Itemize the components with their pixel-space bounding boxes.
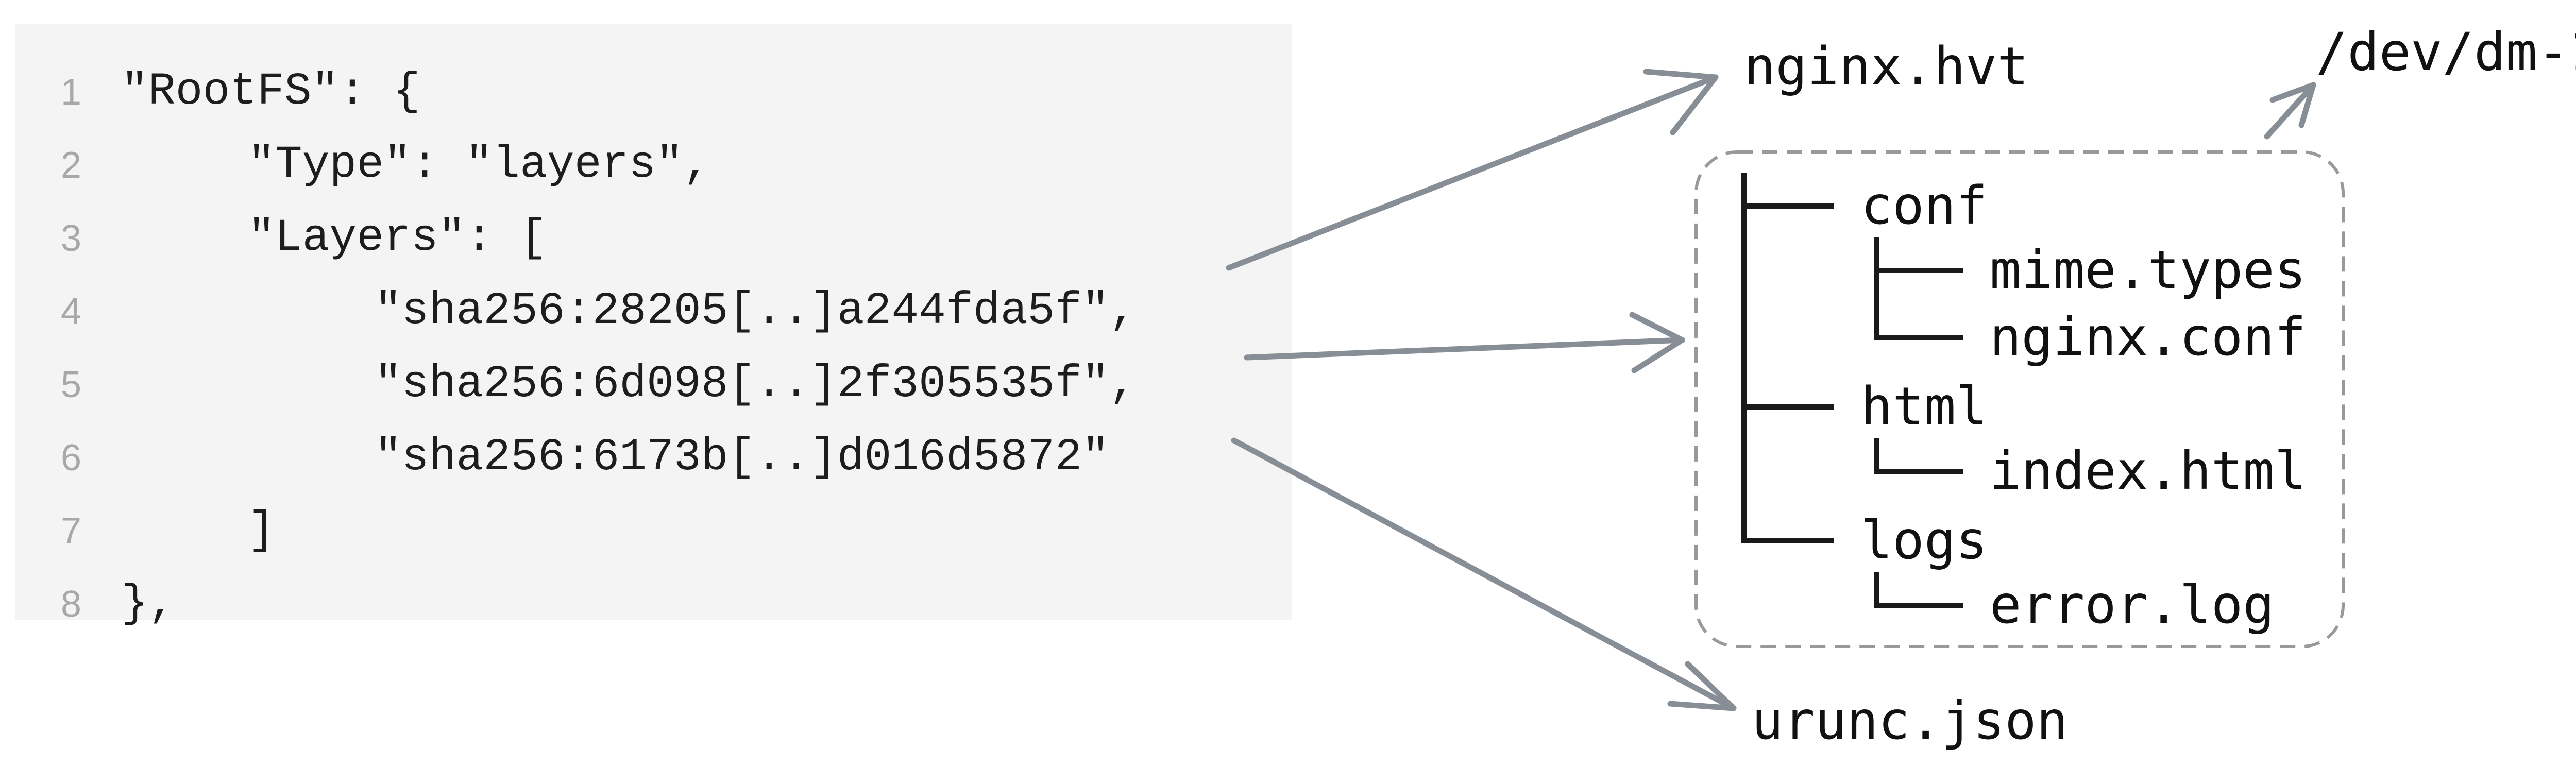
arrow-layer-2 <box>1244 312 1685 373</box>
code-line: 7 ] <box>15 495 1292 568</box>
code-block: 1 "RootFS": { 2 "Type": "layers", 3 "Lay… <box>15 24 1292 629</box>
code-text: "sha256:6173b[..]d016d5872" <box>375 432 1109 483</box>
arrow-layer-3 <box>1231 437 1737 711</box>
code-text: "Layers": [ <box>248 213 547 264</box>
code-text: "sha256:6d098[..]2f305535f", <box>375 359 1137 410</box>
line-number: 4 <box>61 291 82 332</box>
tree-file-mime-types: mime.types <box>1990 240 2307 301</box>
tree-dir-conf: conf <box>1861 175 1988 236</box>
code-line: 3 "Layers": [ <box>15 202 1292 275</box>
tree-file-error-log: error.log <box>1990 574 2275 636</box>
code-text: "RootFS": { <box>121 66 420 117</box>
code-text: ] <box>248 505 275 556</box>
line-number: 2 <box>61 145 82 186</box>
line-number: 7 <box>61 510 82 552</box>
arrow-mount <box>2264 82 2316 140</box>
tree-file-nginx-conf: nginx.conf <box>1990 307 2307 368</box>
line-number: 8 <box>61 584 82 625</box>
target-urunc-json: urunc.json <box>1752 690 2069 752</box>
code-text: "sha256:28205[..]a244fda5f", <box>375 286 1137 337</box>
code-text: }, <box>121 578 176 629</box>
code-line: 6 "sha256:6173b[..]d016d5872" <box>15 421 1292 495</box>
code-text: "Type": "layers", <box>248 140 710 191</box>
code-line: 5 "sha256:6d098[..]2f305535f", <box>15 348 1292 421</box>
line-number: 6 <box>61 437 82 479</box>
tree-connectors <box>1741 173 1963 608</box>
target-nginx-hvt: nginx.hvt <box>1744 36 2029 97</box>
code-line: 1 "RootFS": { <box>15 56 1292 129</box>
tree-dir-logs: logs <box>1861 510 1988 571</box>
filesystem-box <box>1694 150 2345 648</box>
code-line: 4 "sha256:28205[..]a244fda5f", <box>15 275 1292 348</box>
target-dev-dm-10: /dev/dm-10 <box>2316 22 2576 83</box>
arrow-layer-1 <box>1226 69 1719 271</box>
line-number: 3 <box>61 218 82 259</box>
tree-file-index-html: index.html <box>1990 440 2307 502</box>
tree-dir-html: html <box>1861 376 1988 437</box>
code-line: 2 "Type": "layers", <box>15 129 1292 202</box>
line-number: 1 <box>61 72 82 113</box>
code-line: 8 }, <box>15 568 1292 641</box>
line-number: 5 <box>61 364 82 405</box>
